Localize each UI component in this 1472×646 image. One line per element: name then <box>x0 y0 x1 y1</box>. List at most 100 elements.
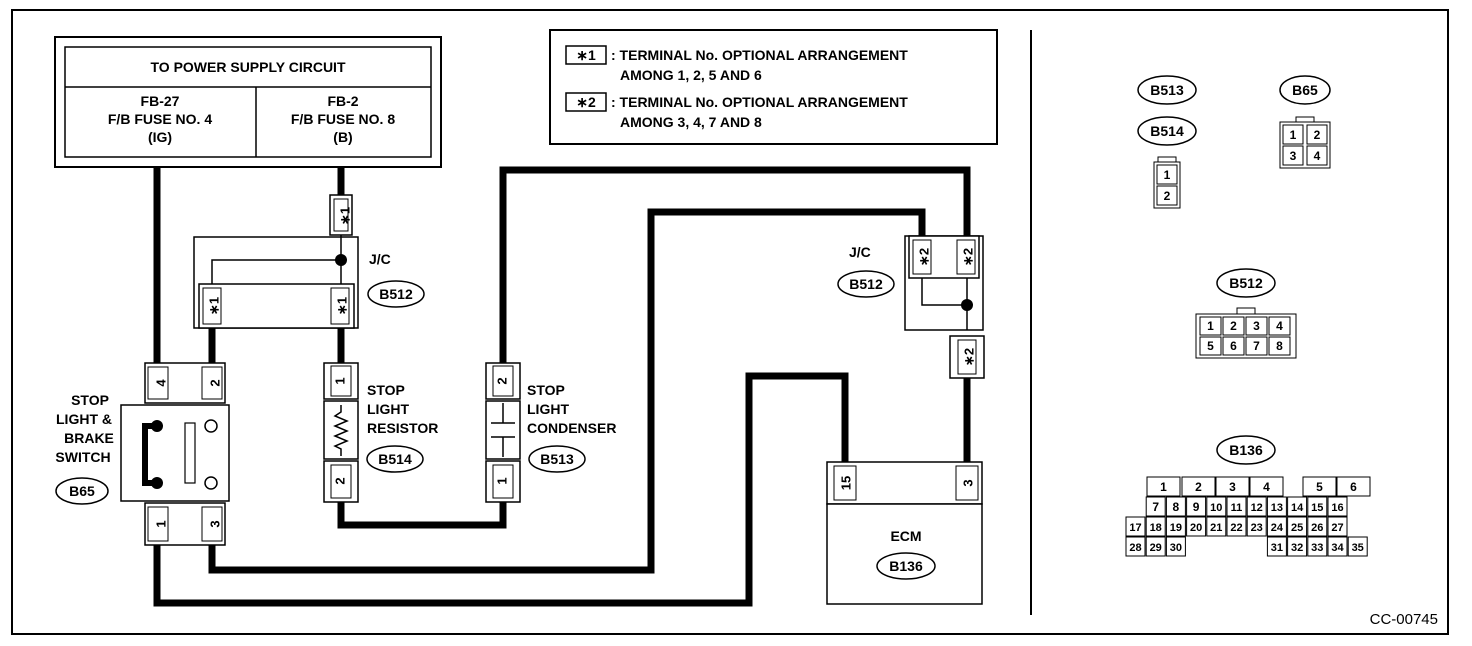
b136-pin-19: 19 <box>1170 522 1182 534</box>
wire-switch3-to-jc-right <box>208 208 926 574</box>
b136-pin-31-cell <box>1266 536 1287 557</box>
b136-pin-22-cell <box>1226 516 1247 537</box>
jc-right-terminal-a: ∗2 <box>916 248 931 266</box>
b136-pin-3: 3 <box>1229 480 1236 494</box>
fuse-left-line3: (IG) <box>148 129 172 145</box>
b136-pin-23-cell <box>1246 516 1267 537</box>
b514-badge <box>1137 116 1197 146</box>
jc-left-connector-label: B512 <box>379 286 413 302</box>
condenser-terminal-1: 1 <box>494 477 509 484</box>
b512-pin-6: 6 <box>1230 339 1237 353</box>
resistor-connector-badge <box>366 445 424 473</box>
jc-left-label: J/C <box>369 251 391 267</box>
b136-pin-9-cell <box>1186 496 1207 517</box>
b136-pin-11: 11 <box>1231 502 1243 514</box>
brake-switch: 4 2 1 3 STOP LIGHT & BRAKE SWITCH B65 <box>55 362 230 546</box>
jc-right-connector-label: B512 <box>849 276 883 292</box>
b513-badge <box>1137 75 1197 105</box>
legend-line-1b: AMONG 1, 2, 5 AND 6 <box>620 67 762 83</box>
jc-right-terminal-c: ∗2 <box>961 348 976 366</box>
b136-pin-7: 7 <box>1152 500 1159 514</box>
b136-pin-24-cell <box>1266 516 1287 537</box>
b136-pin-9: 9 <box>1193 500 1200 514</box>
b512-pin-4-cell <box>1268 316 1291 336</box>
b136-pin-22: 22 <box>1230 522 1242 534</box>
power-box-title: TO POWER SUPPLY CIRCUIT <box>151 59 346 75</box>
legend-line-2b: AMONG 3, 4, 7 AND 8 <box>620 114 762 130</box>
b136-pin-23: 23 <box>1251 522 1263 534</box>
legend-mark-1: ∗1 <box>576 47 596 63</box>
b136-pin-12-cell <box>1246 496 1267 517</box>
b136-pin-29-cell <box>1145 536 1166 557</box>
switch-terminal-4: 4 <box>153 379 168 387</box>
b512-pin-4: 4 <box>1276 319 1283 333</box>
outer-frame <box>11 9 1449 635</box>
condenser-label-1: STOP <box>527 382 565 398</box>
b512-pin-1: 1 <box>1207 319 1214 333</box>
b136-pin-11-cell <box>1226 496 1247 517</box>
b136-pin-7-cell <box>1145 496 1166 517</box>
resistor: 1 2 STOP LIGHT RESISTOR B514 <box>323 362 438 503</box>
b136-pin-17: 17 <box>1129 522 1141 534</box>
ecm: 15 3 ECM B136 <box>826 461 983 605</box>
b136-pin-16-cell <box>1327 496 1348 517</box>
b136-pin-28: 28 <box>1129 542 1141 554</box>
switch-label-3: BRAKE <box>64 430 114 446</box>
switch-label-4: SWITCH <box>55 449 110 465</box>
wire-condenser-to-jc-right <box>499 166 971 363</box>
figure-id: CC-00745 <box>1370 611 1438 628</box>
jc-right-terminal-b: ∗2 <box>960 248 975 266</box>
b136-pin-35: 35 <box>1352 542 1364 554</box>
b136-pin-18-cell <box>1145 516 1166 537</box>
b136-pin-6-cell <box>1336 476 1371 497</box>
b136-pin-14-cell <box>1287 496 1308 517</box>
b512-pin-7-cell <box>1245 336 1268 356</box>
b512-pin-5: 5 <box>1207 339 1214 353</box>
b136-pin-5-cell <box>1302 476 1337 497</box>
b136-pin-25: 25 <box>1291 522 1303 534</box>
b136-pin-19-cell <box>1165 516 1186 537</box>
condenser-connector-badge <box>528 445 586 473</box>
resistor-label-3: RESISTOR <box>367 420 438 436</box>
ecm-terminal-3: 3 <box>960 479 975 486</box>
ecm-connector-label: B136 <box>889 558 923 574</box>
condenser-label-3: CONDENSER <box>527 420 616 436</box>
b512-pin-2: 2 <box>1230 319 1237 333</box>
condenser-connector-label: B513 <box>540 451 574 467</box>
b136-pin-33: 33 <box>1311 542 1323 554</box>
b136-pin-26: 26 <box>1311 522 1323 534</box>
b65-pin-3: 3 <box>1290 149 1297 163</box>
jc-left-bottom-terminal-a: ∗1 <box>206 297 221 315</box>
b512-pin-8-cell <box>1268 336 1291 356</box>
b136-pin-17-cell <box>1125 516 1146 537</box>
b512-pin-1-cell <box>1199 316 1222 336</box>
b136-pin-10: 10 <box>1210 502 1222 514</box>
b512-pin-6-cell <box>1222 336 1245 356</box>
b136-pin-29: 29 <box>1150 542 1162 554</box>
b136-pin-31: 31 <box>1271 542 1283 554</box>
b65-pin-1: 1 <box>1290 128 1297 142</box>
switch-terminal-2: 2 <box>207 379 222 386</box>
b136-pin-2: 2 <box>1195 480 1202 494</box>
b136-pin-32-cell <box>1287 536 1308 557</box>
b136-label: B136 <box>1229 442 1263 458</box>
b136-pin-28-cell <box>1125 536 1146 557</box>
fuse-right-line1: FB-2 <box>327 93 358 109</box>
b136-pin-13: 13 <box>1271 502 1283 514</box>
jc-left-top-terminal: ∗1 <box>337 207 352 225</box>
fuse-right-line2: F/B FUSE NO. 8 <box>291 111 395 127</box>
jc-right-label: J/C <box>849 244 871 260</box>
switch-connector-badge <box>55 477 109 505</box>
wires <box>153 166 971 607</box>
ecm-connector-badge <box>876 552 936 580</box>
b512-label: B512 <box>1229 275 1263 291</box>
legend-line-1a: : TERMINAL No. OPTIONAL ARRANGEMENT <box>611 47 908 63</box>
b512-pin-8: 8 <box>1276 339 1283 353</box>
b136-pin-8-cell <box>1165 496 1186 517</box>
legend-line-2a: : TERMINAL No. OPTIONAL ARRANGEMENT <box>611 94 908 110</box>
b512-pin-5-cell <box>1199 336 1222 356</box>
b136-pin-27-cell <box>1327 516 1348 537</box>
b136-pin-32: 32 <box>1291 542 1303 554</box>
b512-pin-3: 3 <box>1253 319 1260 333</box>
